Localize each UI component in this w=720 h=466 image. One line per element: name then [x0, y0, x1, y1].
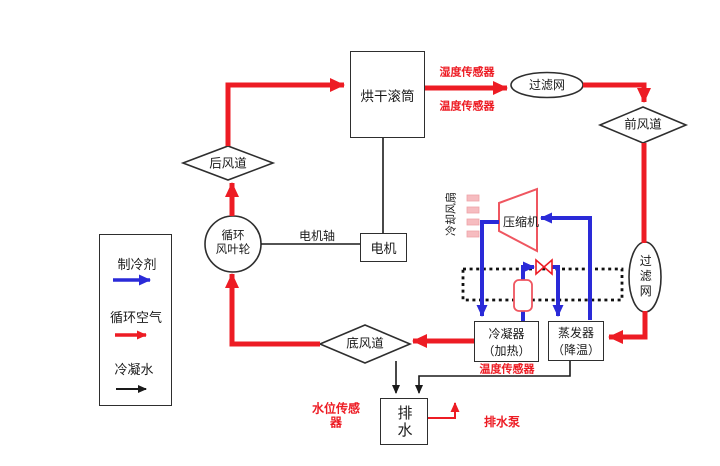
legend-refrigerant-label: 制冷剂 [117, 257, 157, 273]
air-side-filter-to-evaporator [608, 311, 648, 344]
water-level-label-line1: 水位传感 [311, 401, 361, 416]
motor-box: 电机 [360, 233, 407, 262]
filter-side-label: 过滤网 [638, 254, 653, 300]
air-filter-to-front-duct [583, 82, 651, 103]
humidity-sensor-label: 湿度传感器 [439, 66, 495, 79]
evaporator-label: 蒸发器 （降温） [552, 324, 600, 358]
impeller-label: 循环风叶轮 [216, 230, 251, 258]
drum-label: 烘干滚筒 [360, 88, 415, 104]
front-duct-diamond [597, 106, 689, 144]
evaporator-box: 蒸发器 （降温） [548, 321, 604, 361]
temperature-sensor-bottom-label: 温度传感器 [479, 363, 535, 376]
motor-label: 电机 [370, 241, 397, 256]
legend-air-label: 循环空气 [109, 310, 163, 326]
legend-box [99, 234, 172, 406]
ref-evaporator-to-compressor [540, 212, 592, 320]
evaporator-label-line2: （降温） [551, 343, 600, 357]
front-duct-label: 前风道 [624, 117, 662, 132]
condenser-label-line1: 冷凝器 [488, 326, 525, 341]
drain-pump-line [428, 402, 460, 419]
impeller-label-line1: 循环 [221, 230, 245, 243]
capillary-symbol [513, 279, 533, 312]
cooling-fan-icon [466, 194, 480, 238]
water-level-label-line2: 器 [329, 416, 343, 430]
air-rear-duct-to-drum [225, 78, 345, 146]
sealed-unit-dotted-box [461, 267, 624, 302]
condenser-label: 冷凝器 （加热） [482, 325, 530, 359]
rear-duct-diamond [180, 145, 276, 181]
bottom-duct-diamond [317, 324, 413, 364]
legend-condensate-label: 冷凝水 [114, 362, 154, 378]
condensate-line-right [415, 360, 571, 394]
compressor-label: 压缩机 [502, 214, 540, 229]
ref-compressor-to-condenser [476, 220, 499, 317]
ref-valve-to-evaporator [552, 265, 564, 317]
condenser-label-line2: （加热） [482, 343, 531, 358]
condenser-box: 冷凝器 （加热） [474, 321, 539, 362]
drain-pump-label: 排水泵 [483, 414, 521, 429]
evaporator-label-line1: 蒸发器 [557, 326, 594, 340]
drain-label: 排水 [395, 404, 413, 439]
motor-shaft-label: 电机轴 [298, 228, 336, 243]
rear-duct-label: 后风道 [209, 156, 247, 171]
drum-box: 烘干滚筒 [350, 51, 425, 138]
impeller-label-line2: 风叶轮 [215, 244, 251, 256]
filter-top-label: 过滤网 [528, 77, 566, 92]
air-bottom-duct-to-impeller [225, 273, 320, 347]
expansion-valve-symbol [535, 258, 553, 276]
temperature-sensor-top-label: 温度传感器 [439, 100, 495, 113]
bottom-duct-label: 底风道 [346, 336, 384, 351]
water-level-sensor-label: 水位传感器 [312, 402, 360, 431]
drain-box: 排水 [380, 398, 428, 445]
cooling-fan-label: 冷却风扇 [445, 192, 458, 236]
